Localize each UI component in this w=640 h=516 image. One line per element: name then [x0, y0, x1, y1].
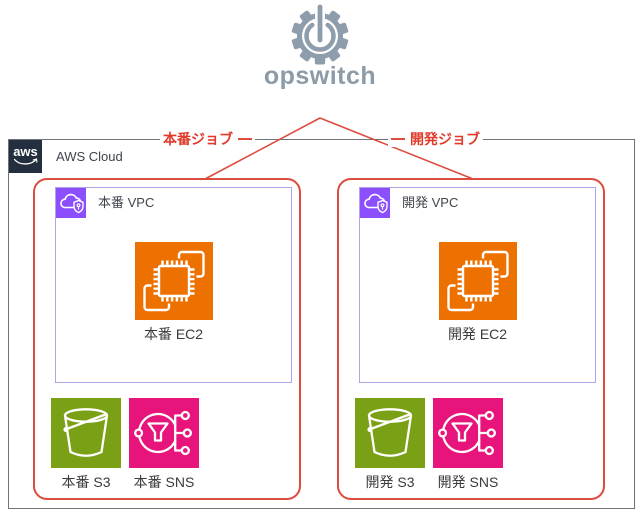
aws-logo-icon: aws: [9, 140, 42, 173]
production-vpc-box: 本番 VPC: [55, 187, 292, 383]
s3-resource: 開発 S3: [355, 398, 425, 492]
s3-resource: 本番 S3: [51, 398, 121, 492]
development-vpc-box: 開発 VPC: [359, 187, 596, 383]
s3-icon: [51, 398, 121, 468]
job-label-production: 本番ジョブ: [160, 130, 255, 147]
ec2-icon: [134, 242, 213, 320]
storage-messaging-row: 本番 S3: [51, 398, 199, 492]
job-label-development: 開発ジョブ: [388, 130, 483, 147]
production-job-group: 本番 VPC: [33, 178, 301, 500]
ec2-resource: 開発 EC2: [360, 242, 595, 344]
job-label-development-text: 開発ジョブ: [410, 130, 480, 147]
ec2-label: 開発 EC2: [447, 326, 508, 342]
ec2-resource: 本番 EC2: [56, 242, 291, 344]
sns-resource: 開発 SNS: [433, 398, 503, 492]
sns-icon: [129, 398, 199, 468]
ec2-label: 本番 EC2: [143, 326, 204, 342]
aws-cloud-label: AWS Cloud: [56, 149, 123, 164]
development-job-group: 開発 VPC: [337, 178, 605, 500]
sns-label: 開発 SNS: [437, 474, 499, 490]
vpc-icon: [360, 188, 390, 218]
job-label-production-text: 本番ジョブ: [163, 130, 233, 147]
s3-label: 開発 S3: [365, 474, 415, 490]
sns-resource: 本番 SNS: [129, 398, 199, 492]
s3-icon: [355, 398, 425, 468]
opswitch-gear-icon: [291, 4, 349, 65]
connector-dash: [238, 137, 252, 140]
vpc-label: 本番 VPC: [98, 195, 155, 210]
aws-logo-text: aws: [13, 144, 38, 159]
sns-icon: [433, 398, 503, 468]
connector-dash: [391, 137, 405, 140]
sns-label: 本番 SNS: [133, 474, 195, 490]
ec2-icon: [438, 242, 517, 320]
opswitch-brand-text: opswitch: [263, 62, 377, 90]
s3-label: 本番 S3: [61, 474, 111, 490]
storage-messaging-row: 開発 S3: [355, 398, 503, 492]
vpc-icon: [56, 188, 86, 218]
vpc-label: 開発 VPC: [402, 195, 459, 210]
